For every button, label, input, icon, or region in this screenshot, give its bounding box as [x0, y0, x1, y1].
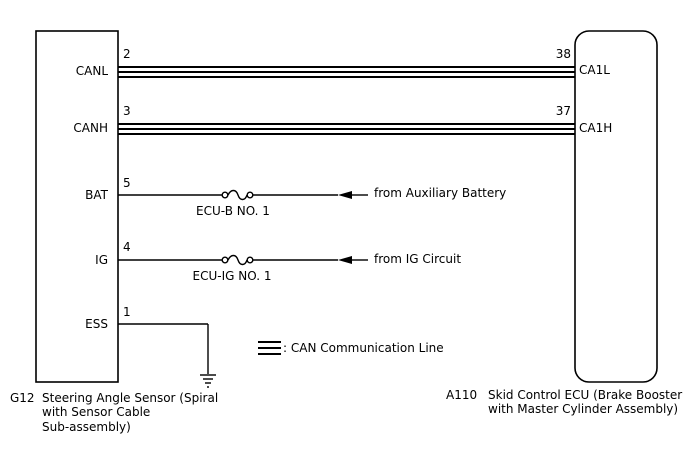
ig-arrow-icon: [338, 256, 352, 264]
ig-wire: [118, 254, 338, 266]
pin-number-2: 2: [123, 47, 131, 61]
right-component-name-line-1: Skid Control ECU (Brake Booster: [488, 388, 682, 402]
pin-number-5: 5: [123, 176, 131, 190]
right-component-name-line-2: with Master Cylinder Assembly): [488, 402, 678, 416]
pin-label-ca1h: CA1H: [579, 121, 612, 135]
bat-wire: [118, 189, 338, 201]
pin-label-ig: IG: [95, 253, 108, 267]
source-label-ig-circuit: from IG Circuit: [374, 252, 461, 266]
left-component-name-line-3: Sub-assembly): [42, 420, 131, 434]
pin-label-ess: ESS: [85, 317, 108, 331]
left-component-code: G12: [10, 391, 35, 405]
pin-number-1: 1: [123, 305, 131, 319]
skid-control-ecu-box: [574, 30, 658, 383]
pin-number-38: 38: [556, 47, 571, 61]
ess-wire: [118, 323, 209, 374]
steering-angle-sensor-box: [35, 30, 119, 383]
ground-icon: [200, 374, 216, 388]
bat-arrow-icon: [338, 191, 352, 199]
pin-label-canl: CANL: [76, 64, 109, 78]
pin-label-canh: CANH: [73, 121, 108, 135]
canh-wire: [118, 123, 575, 135]
can-line-legend-icon: [258, 341, 281, 355]
source-label-aux-battery: from Auxiliary Battery: [374, 186, 506, 200]
pin-label-ca1l: CA1L: [579, 63, 610, 77]
pin-number-3: 3: [123, 104, 131, 118]
canl-wire: [118, 66, 575, 78]
fuse-label-ecu-b: ECU-B NO. 1: [196, 204, 270, 218]
right-component-code: A110: [446, 388, 477, 402]
pin-number-4: 4: [123, 240, 131, 254]
fuse-label-ecu-ig: ECU-IG NO. 1: [193, 269, 272, 283]
legend-text: : CAN Communication Line: [283, 341, 444, 355]
pin-number-37: 37: [556, 104, 571, 118]
left-component-name-line-2: with Sensor Cable: [42, 405, 150, 419]
left-component-name-line-1: Steering Angle Sensor (Spiral: [42, 391, 218, 405]
pin-label-bat: BAT: [85, 188, 109, 202]
